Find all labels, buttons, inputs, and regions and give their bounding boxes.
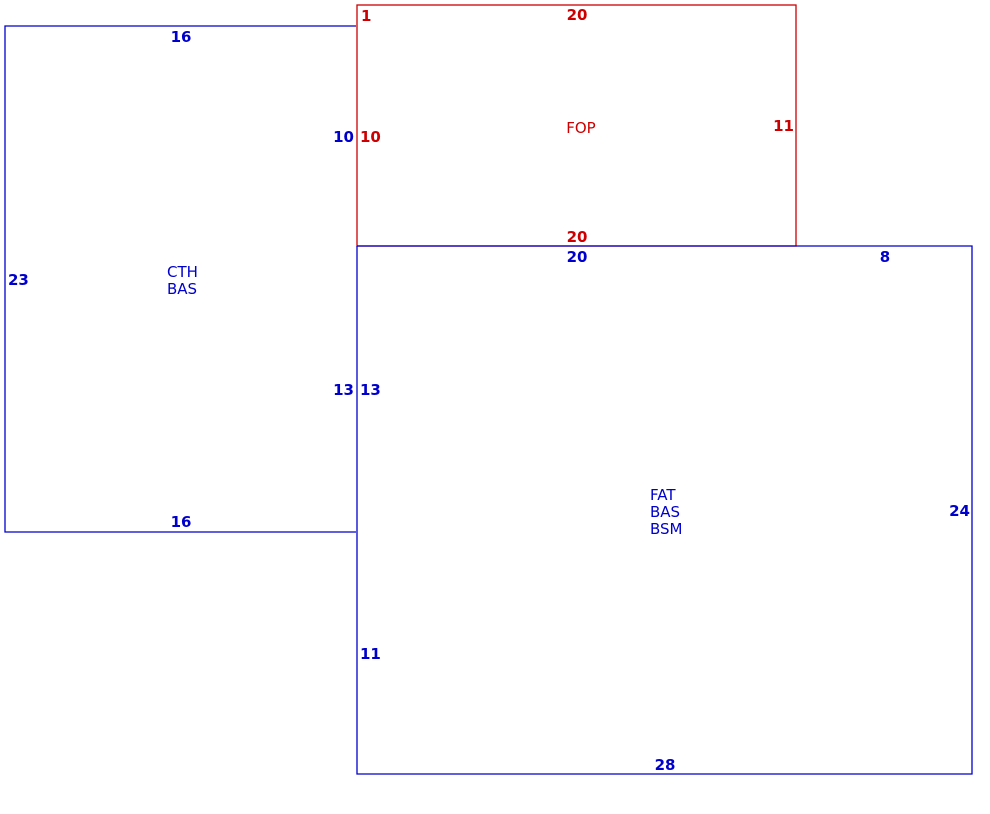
fat-dim-top-right: 8 (880, 248, 890, 266)
section-fop: 1 20 20 10 11 FOP (356, 4, 797, 247)
section-fat: 20 8 13 11 24 28 FAT BAS BSM (356, 245, 973, 775)
fat-dim-left-lower: 11 (360, 645, 381, 663)
cth-area-label-line-1: CTH (167, 263, 198, 281)
cth-dim-top: 16 (171, 28, 192, 46)
cth-area-label-line-2: BAS (167, 280, 197, 298)
fop-dim-left: 10 (360, 128, 381, 146)
fat-dim-left-upper: 13 (360, 381, 381, 399)
fat-dim-top: 20 (567, 248, 588, 266)
fop-dim-top: 20 (567, 6, 588, 24)
cth-dim-right-upper: 10 (333, 128, 354, 146)
cth-dim-right-lower: 13 (333, 381, 354, 399)
section-cth: 16 16 23 10 13 CTH BAS (4, 25, 356, 533)
fat-dim-right: 24 (949, 502, 970, 520)
fat-area-label-line-2: BAS (650, 503, 680, 521)
fop-area-label: FOP (566, 119, 595, 137)
fat-area-label-line-3: BSM (650, 520, 683, 538)
cth-outline (4, 25, 356, 533)
fat-outline (356, 245, 973, 775)
fop-dim-corner: 1 (361, 7, 371, 25)
fop-dim-bottom: 20 (567, 228, 588, 246)
cth-dim-left: 23 (8, 271, 29, 289)
fat-dim-bottom: 28 (655, 756, 676, 774)
cth-dim-bottom: 16 (171, 513, 192, 531)
fat-area-label-line-1: FAT (650, 486, 676, 504)
fop-dim-right: 11 (773, 117, 794, 135)
